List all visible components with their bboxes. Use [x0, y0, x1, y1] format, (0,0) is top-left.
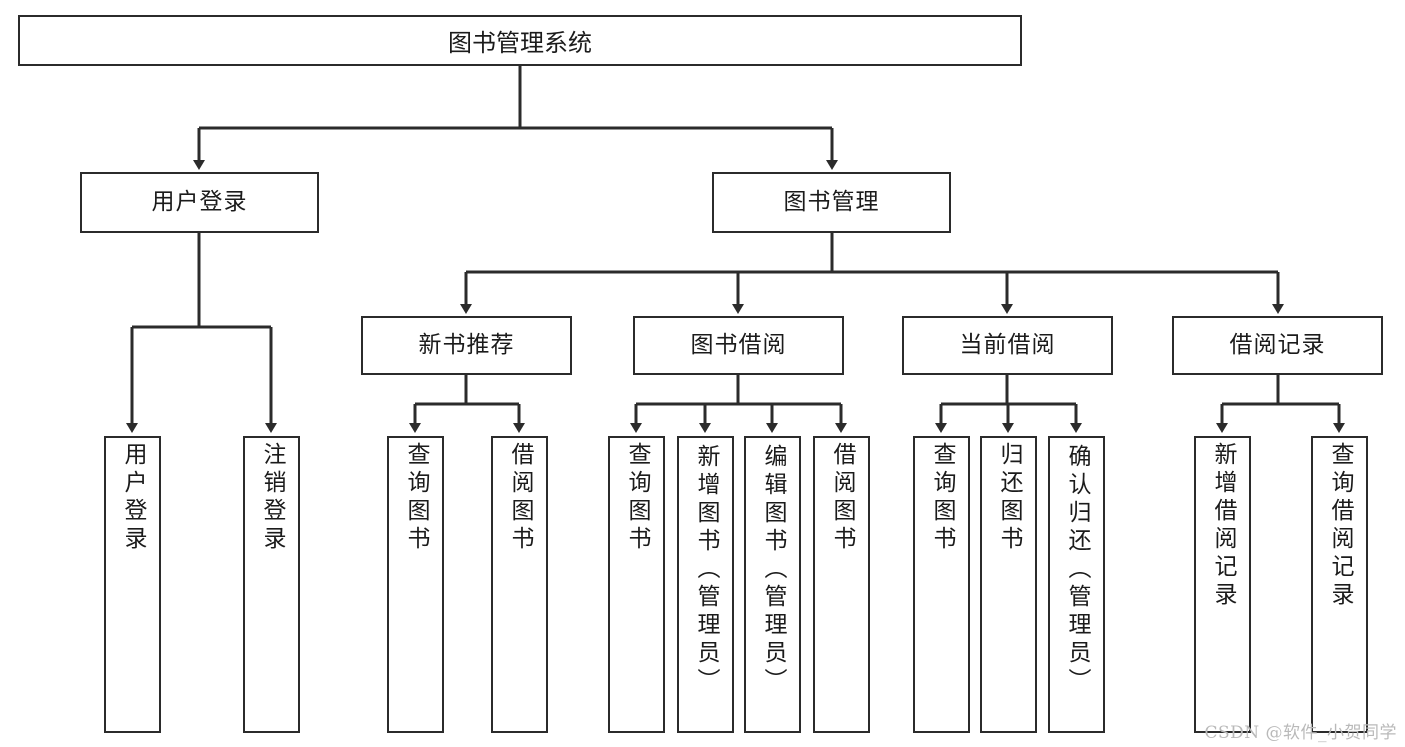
leaf-user-logout[interactable]: 注销登录 — [243, 436, 300, 733]
leaf-borrow-edit-book[interactable]: 编辑图书（管理员） — [744, 436, 801, 733]
leaf-recommend-query-book[interactable]: 查询图书 — [387, 436, 444, 733]
leaf-borrow-borrow-book-label: 借阅图书 — [829, 442, 855, 554]
leaf-borrow-add-book[interactable]: 新增图书（管理员） — [677, 436, 734, 733]
leaf-current-return-book-label: 归还图书 — [996, 442, 1022, 554]
leaf-current-return-book[interactable]: 归还图书 — [980, 436, 1037, 733]
node-borrow-record-label: 借阅记录 — [1229, 331, 1326, 358]
leaf-record-query-record-label: 查询借阅记录 — [1327, 442, 1353, 610]
node-book-borrow-label: 图书借阅 — [690, 331, 787, 358]
leaf-borrow-query-book[interactable]: 查询图书 — [608, 436, 665, 733]
leaf-user-logout-label: 注销登录 — [259, 442, 285, 554]
node-user-login-label: 用户登录 — [151, 188, 248, 215]
node-user-login[interactable]: 用户登录 — [80, 172, 319, 233]
leaf-borrow-query-book-label: 查询图书 — [624, 442, 650, 554]
leaf-recommend-borrow-book-label: 借阅图书 — [507, 442, 533, 554]
node-root-label: 图书管理系统 — [448, 29, 592, 57]
node-new-book-recommend-label: 新书推荐 — [418, 331, 515, 358]
leaf-recommend-query-book-label: 查询图书 — [403, 442, 429, 554]
leaf-record-query-record[interactable]: 查询借阅记录 — [1311, 436, 1368, 733]
leaf-user-login[interactable]: 用户登录 — [104, 436, 161, 733]
leaf-user-login-label: 用户登录 — [120, 442, 146, 554]
leaf-borrow-edit-book-label: 编辑图书（管理员） — [760, 444, 786, 696]
leaf-current-query-book[interactable]: 查询图书 — [913, 436, 970, 733]
leaf-borrow-add-book-label: 新增图书（管理员） — [693, 444, 719, 696]
leaf-current-query-book-label: 查询图书 — [929, 442, 955, 554]
leaf-record-add-record[interactable]: 新增借阅记录 — [1194, 436, 1251, 733]
leaf-borrow-borrow-book[interactable]: 借阅图书 — [813, 436, 870, 733]
node-book-management[interactable]: 图书管理 — [712, 172, 951, 233]
leaf-recommend-borrow-book[interactable]: 借阅图书 — [491, 436, 548, 733]
leaf-current-confirm-return[interactable]: 确认归还（管理员） — [1048, 436, 1105, 733]
node-book-borrow[interactable]: 图书借阅 — [633, 316, 844, 375]
node-root[interactable]: 图书管理系统 — [18, 15, 1022, 66]
node-borrow-record[interactable]: 借阅记录 — [1172, 316, 1383, 375]
node-current-borrow[interactable]: 当前借阅 — [902, 316, 1113, 375]
node-current-borrow-label: 当前借阅 — [959, 331, 1056, 358]
node-new-book-recommend[interactable]: 新书推荐 — [361, 316, 572, 375]
watermark: CSDN @软件_小贺同学 — [1204, 723, 1397, 743]
leaf-record-add-record-label: 新增借阅记录 — [1210, 442, 1236, 610]
node-book-management-label: 图书管理 — [783, 188, 880, 215]
leaf-current-confirm-return-label: 确认归还（管理员） — [1064, 444, 1090, 696]
